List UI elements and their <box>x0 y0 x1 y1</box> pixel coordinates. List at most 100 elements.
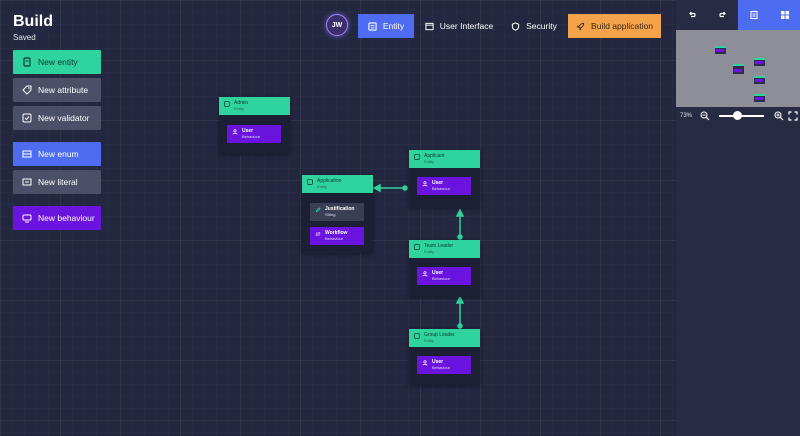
tab-user-interface-label: User Interface <box>439 21 494 31</box>
zoom-in-icon[interactable] <box>774 111 784 121</box>
item-label: User <box>432 270 444 276</box>
new-attribute-button[interactable]: New attribute <box>13 78 101 102</box>
fullscreen-icon[interactable] <box>788 111 798 121</box>
item-label: Justification <box>325 206 355 212</box>
node-title: Team Leader <box>424 243 454 249</box>
new-enum-button[interactable]: New enum <box>13 142 101 166</box>
tab-entity-label: Entity <box>382 21 405 31</box>
minimap-node-team-leader <box>754 76 765 84</box>
connector-dot <box>402 185 408 191</box>
item-type: Behaviour <box>432 186 451 191</box>
item-label: User <box>242 128 254 134</box>
item-type: Behaviour <box>432 276 451 281</box>
rocket-icon <box>576 22 585 30</box>
node-subtitle: Entity <box>234 106 245 111</box>
tab-security-label: Security <box>526 21 557 31</box>
shield-icon <box>511 21 520 31</box>
minimap-node-group-leader <box>754 94 765 102</box>
minimap-node-application <box>733 64 744 74</box>
node-subtitle: Entity <box>424 249 435 254</box>
user-icon <box>422 360 428 366</box>
node-title: Application <box>317 178 342 184</box>
item-type: String <box>325 212 336 217</box>
arrow-head <box>455 208 465 217</box>
item-type: Behaviour <box>242 134 261 139</box>
new-entity-label: New entity <box>38 57 78 67</box>
zoom-percent: 73% <box>680 113 693 119</box>
zoom-slider-thumb[interactable] <box>732 111 742 120</box>
single-view-icon <box>749 10 758 20</box>
new-attribute-label: New attribute <box>38 85 89 95</box>
undo-button[interactable] <box>676 0 707 30</box>
behaviour-icon <box>22 214 32 223</box>
build-application-button[interactable]: Build application <box>568 14 661 38</box>
minimap-node-admin <box>715 46 726 54</box>
tag-icon <box>22 85 32 95</box>
zoom-slider[interactable] <box>719 115 764 117</box>
save-status: Saved <box>13 33 36 42</box>
user-icon <box>232 129 238 135</box>
new-entity-button[interactable]: New entity <box>13 50 101 74</box>
new-validator-label: New validator <box>38 113 90 123</box>
entity-icon <box>307 179 313 185</box>
tab-entity[interactable]: Entity <box>358 14 414 38</box>
new-validator-button[interactable]: New validator <box>13 106 101 130</box>
window-icon <box>425 22 434 30</box>
entity-icon <box>23 57 31 67</box>
swap-icon <box>315 231 321 237</box>
zoom-out-icon[interactable] <box>700 111 710 121</box>
tab-security[interactable]: Security <box>506 14 562 38</box>
entity-icon <box>414 154 420 160</box>
arrow-head <box>455 295 465 304</box>
minimap-node-applicant <box>754 58 765 66</box>
user-icon <box>422 271 428 277</box>
item-type: Behaviour <box>325 236 344 241</box>
text-icon <box>22 178 32 186</box>
user-icon <box>422 181 428 187</box>
redo-icon <box>718 11 726 18</box>
new-behaviour-button[interactable]: New behaviour <box>13 206 101 230</box>
app-title: Build <box>13 13 53 30</box>
new-literal-button[interactable]: New literal <box>13 170 101 194</box>
minimap[interactable] <box>676 30 800 107</box>
grid-view-icon <box>780 11 789 19</box>
item-label: User <box>432 180 444 186</box>
new-literal-label: New literal <box>38 177 78 187</box>
list-icon <box>22 150 32 158</box>
grid-view-button[interactable] <box>769 0 800 30</box>
node-subtitle: Entity <box>424 338 435 343</box>
entity-icon <box>414 244 420 250</box>
pencil-icon <box>315 207 321 213</box>
single-view-button[interactable] <box>738 0 769 30</box>
entity-icon <box>368 21 377 31</box>
entity-icon <box>224 101 230 107</box>
node-subtitle: Entity <box>424 159 435 164</box>
new-behaviour-label: New behaviour <box>38 213 95 223</box>
connector-dot <box>457 234 463 240</box>
tab-user-interface[interactable]: User Interface <box>420 14 498 38</box>
entity-icon <box>414 333 420 339</box>
node-subtitle: Entity <box>317 184 328 189</box>
redo-button[interactable] <box>707 0 738 30</box>
connector-dot <box>457 323 463 329</box>
build-application-label: Build application <box>591 21 653 31</box>
minimap-preview <box>715 46 765 102</box>
node-title: Group Leader <box>424 332 455 338</box>
